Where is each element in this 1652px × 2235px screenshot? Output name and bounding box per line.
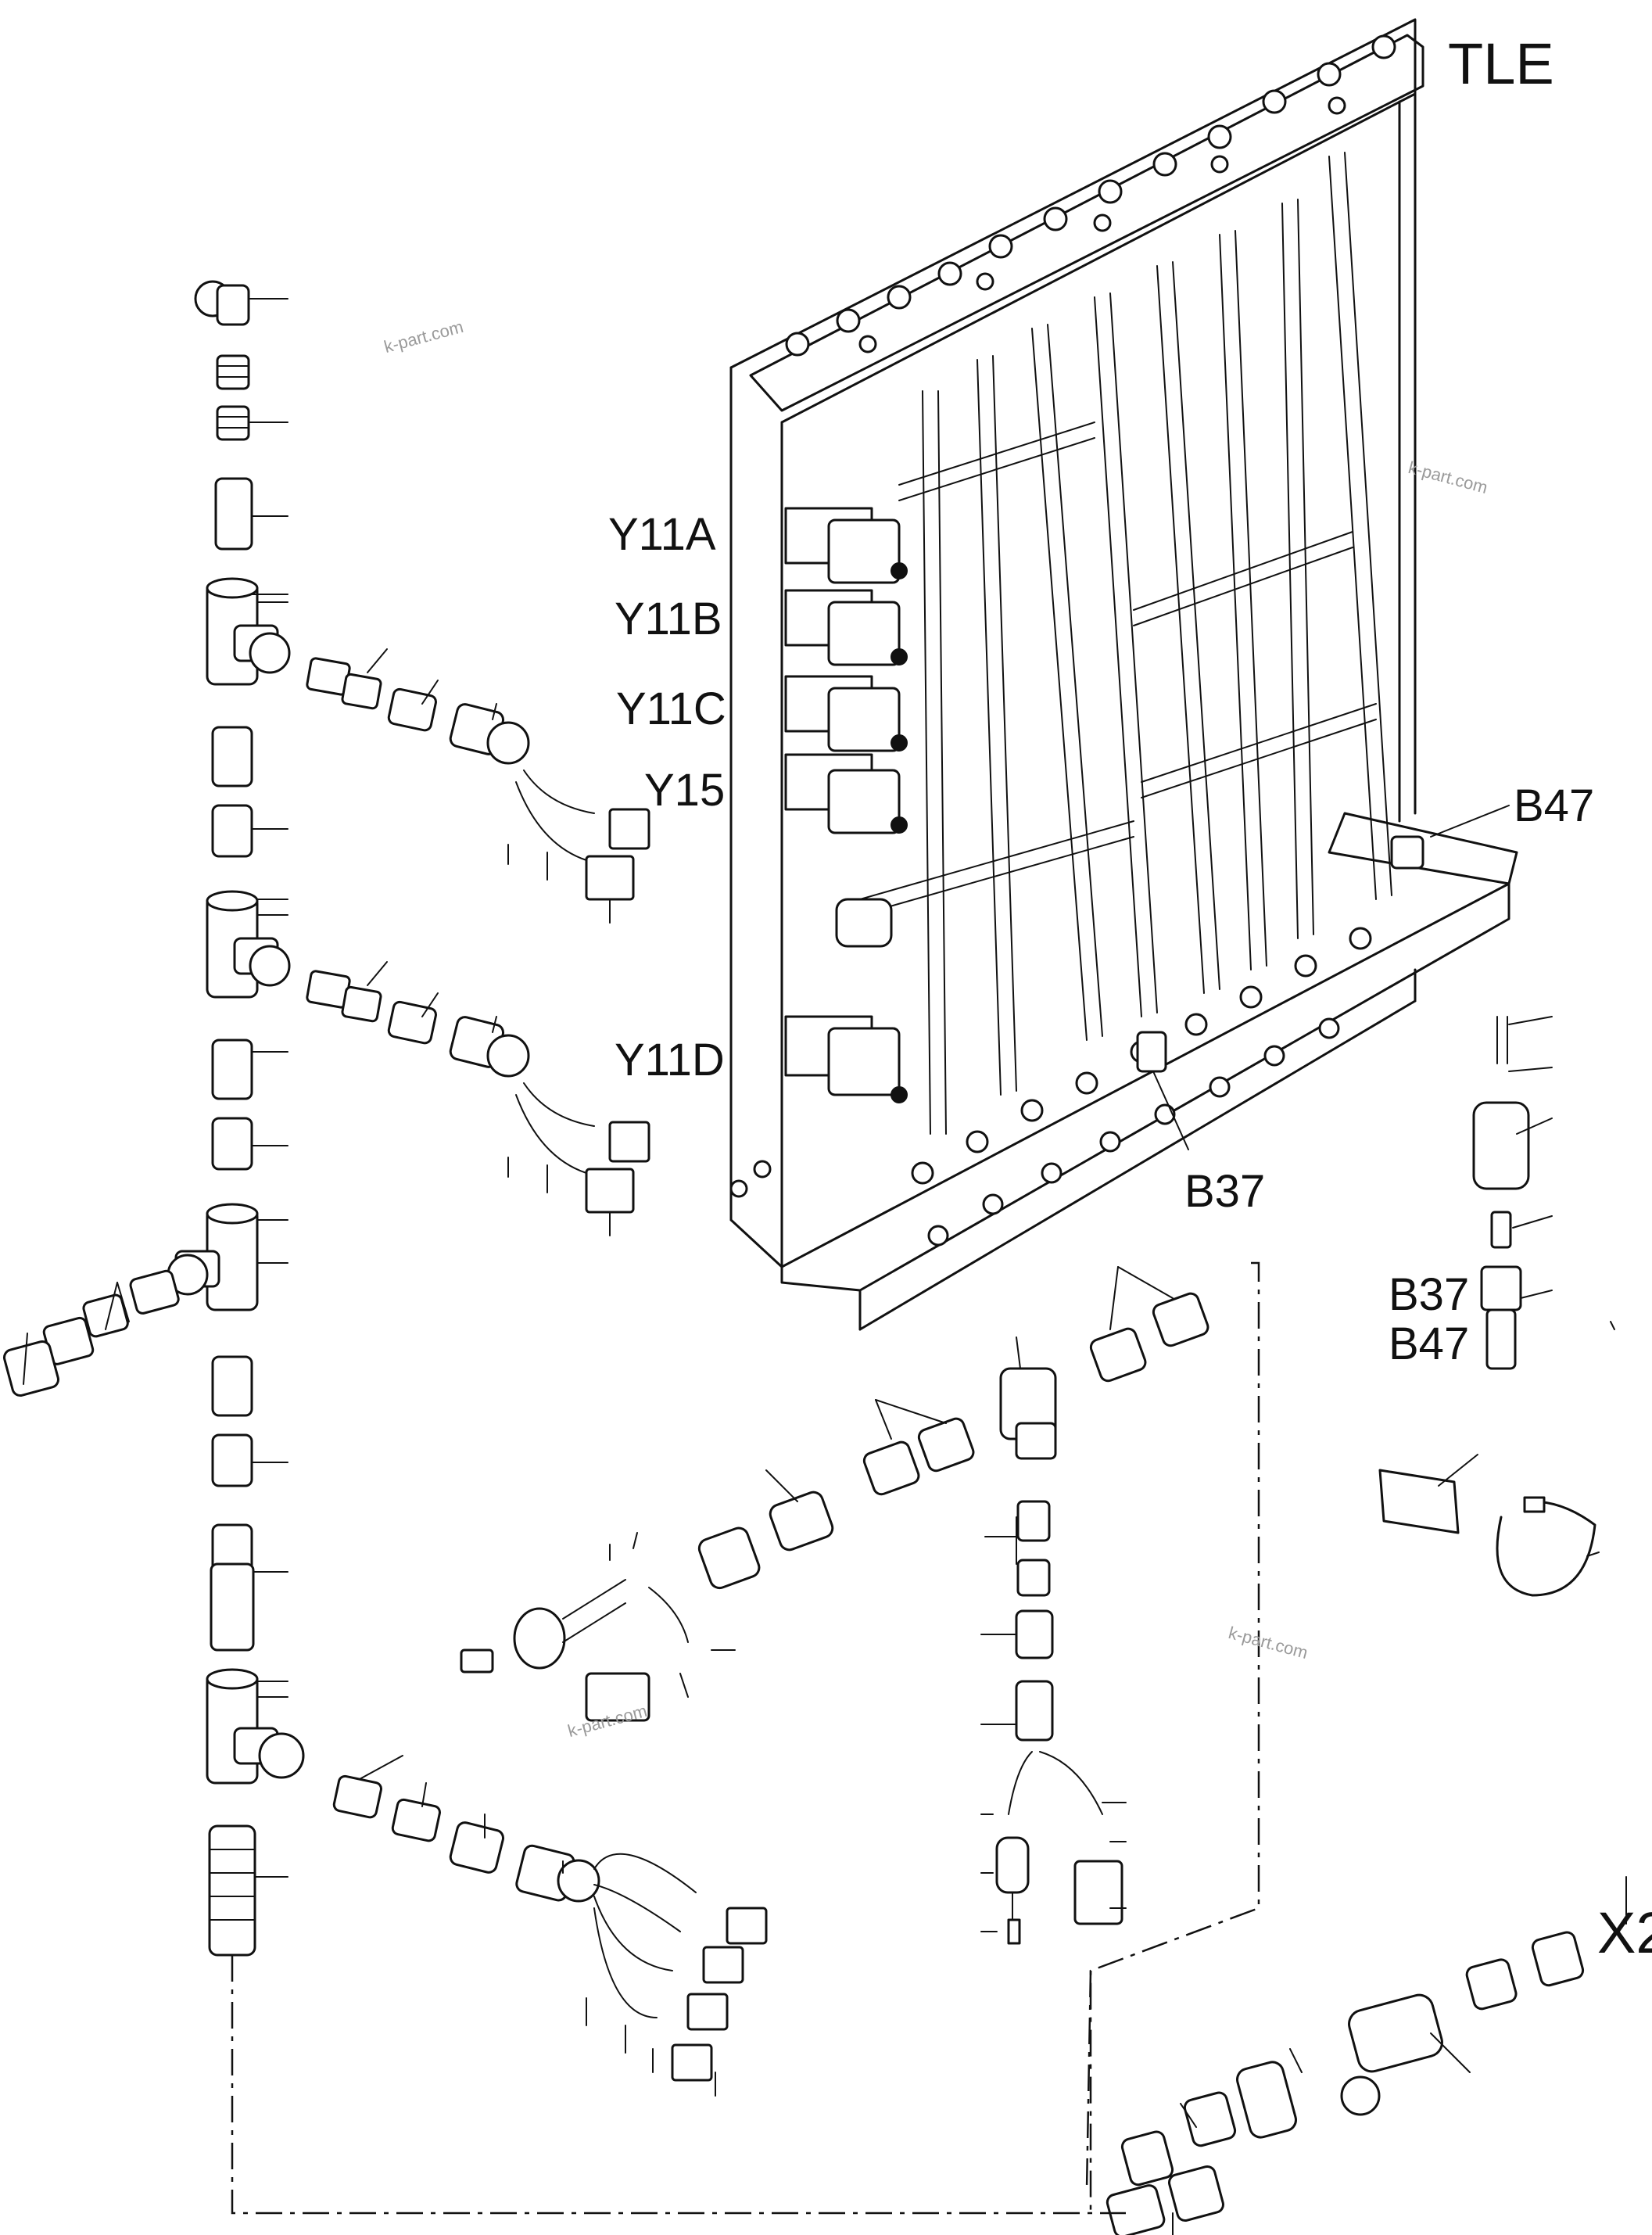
diagram-title: TLE [1448,31,1554,96]
label-y11b: Y11B [615,594,722,644]
left-manifold-column [3,280,768,2097]
bottom-fittings [729,927,1372,1247]
pressure-sensor-parts [1472,1016,1615,1370]
label-y11c: Y11C [616,683,726,734]
label-x2: X2 [1597,1900,1652,1965]
tape-and-tie [1378,1454,1600,1597]
label-b47-right: B47 [1389,1318,1470,1369]
top-fittings [785,34,1396,357]
label-y11d: Y11D [615,1035,725,1085]
center-tee-assembly [460,1266,1209,1945]
label-b47-top: B47 [1514,780,1595,831]
solenoid-valve-y11b [784,589,908,666]
solenoid-valve-y11a [784,507,908,584]
connection-lines [231,1261,1260,2215]
solenoid-valve-y15 [784,753,908,834]
x2-connector-assembly [1106,1876,1627,2235]
left-leaders [249,594,288,1682]
label-b37-right: B37 [1389,1269,1470,1320]
solenoid-valve-y11c [784,675,908,752]
label-y15: Y15 [644,765,726,816]
block-leaders [1152,805,1510,1150]
label-b37-center: B37 [1184,1166,1266,1217]
label-y11a: Y11A [608,509,716,560]
valve-block-assembly [729,18,1518,1331]
solenoid-valve-y11d [784,1015,908,1103]
